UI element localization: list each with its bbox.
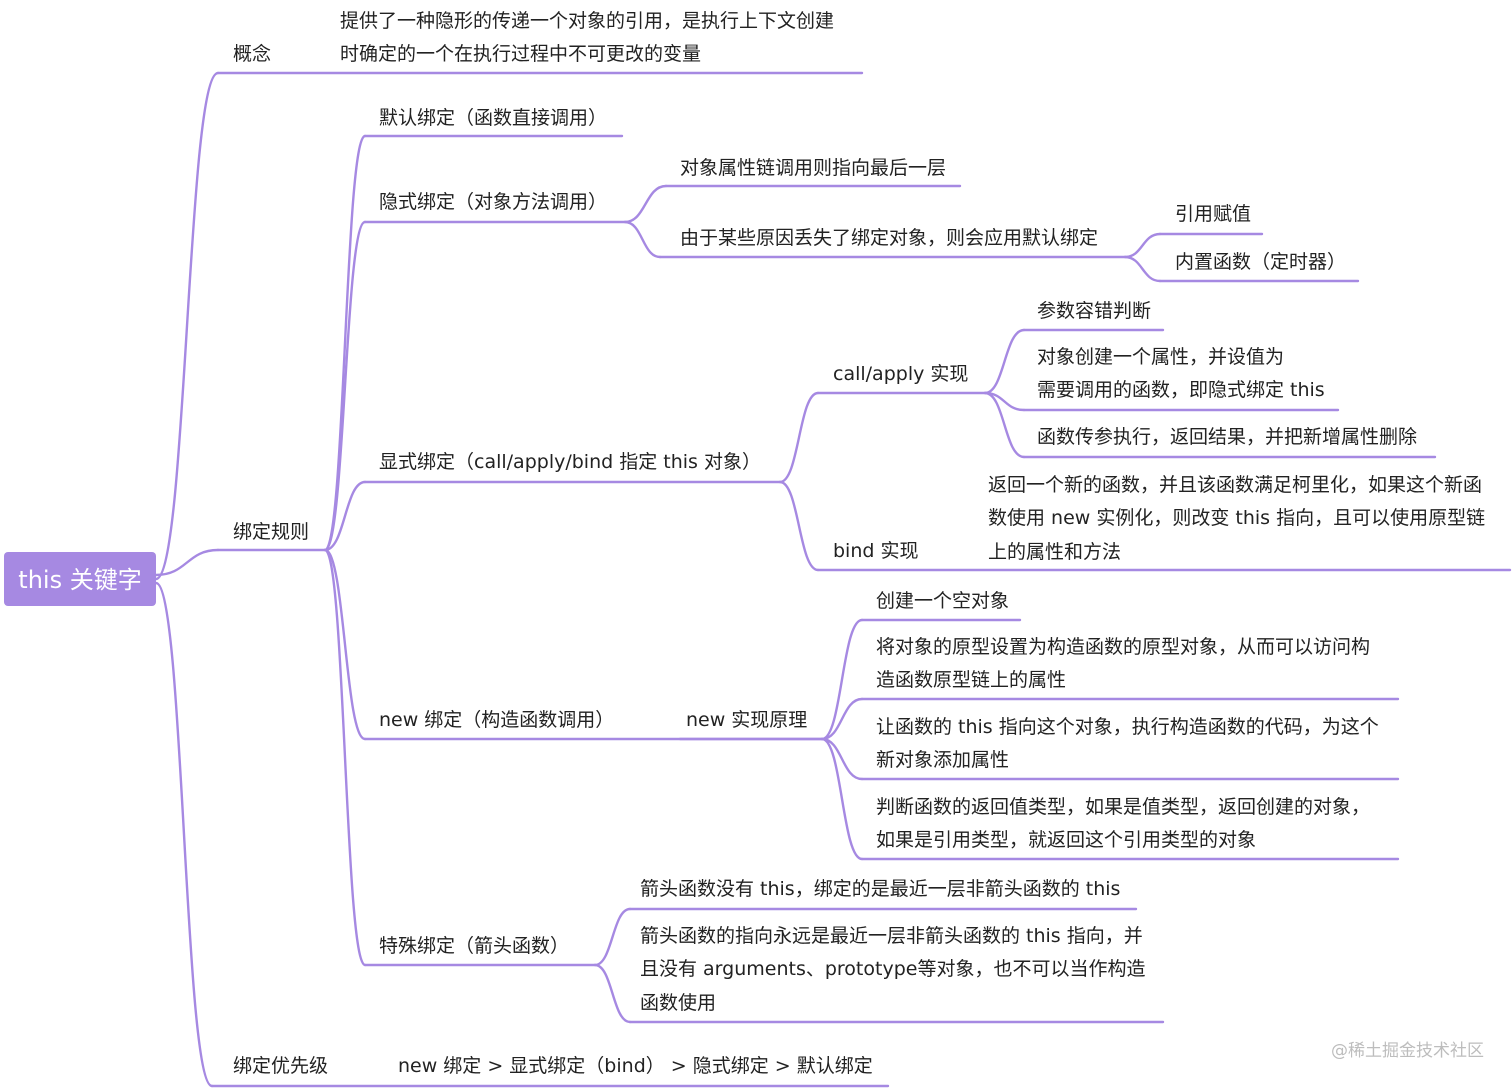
node-ref-assign[interactable]: 引用赋值 [1175, 203, 1251, 225]
edge-implicit-chain [623, 184, 668, 224]
edge-implicit-lost [623, 220, 662, 259]
node-concept[interactable]: 概念 [233, 42, 271, 65]
node-new-step2-line1[interactable]: 将对象的原型设置为构造函数的原型对象，从而可以访问构 [876, 636, 1370, 658]
node-create-prop-line1[interactable]: 对象创建一个属性，并设值为 [1037, 346, 1284, 368]
node-arrow2-line1[interactable]: 箭头函数的指向永远是最近一层非箭头函数的 this 指向，并 [640, 925, 1143, 947]
node-new-step4-line2[interactable]: 如果是引用类型，就返回这个引用类型的对象 [876, 829, 1256, 851]
edge-explicit-bind [778, 480, 820, 572]
node-implicit-chain[interactable]: 对象属性链调用则指向最后一层 [680, 157, 946, 179]
node-special-binding[interactable]: 特殊绑定（箭头函数） [379, 935, 569, 957]
edge-root-rules [154, 548, 220, 577]
node-bind-impl[interactable]: bind 实现 [833, 540, 918, 562]
edge-rules-explicit [323, 480, 367, 552]
node-underlines [210, 71, 1512, 1088]
edge-special-arrow1 [593, 907, 632, 967]
edge-special-arrow2 [593, 963, 632, 1024]
edge-newimpl-step4 [820, 737, 864, 861]
node-new-impl[interactable]: new 实现原理 [686, 709, 807, 731]
node-priority[interactable]: 绑定优先级 [233, 1055, 328, 1077]
node-bind-desc-line1[interactable]: 返回一个新的函数，并且该函数满足柯里化，如果这个新函 [988, 474, 1482, 496]
node-call-apply-impl[interactable]: call/apply 实现 [833, 363, 968, 385]
node-new-step2-line2[interactable]: 造函数原型链上的属性 [876, 669, 1066, 691]
node-new-step3-line1[interactable]: 让函数的 this 指向这个对象，执行构造函数的代码，为这个 [876, 716, 1379, 738]
edge-newimpl-step1 [820, 618, 864, 741]
edge-root-priority [154, 581, 214, 1088]
edge-lost-builtin [1123, 255, 1162, 283]
node-new-step1[interactable]: 创建一个空对象 [876, 590, 1009, 612]
node-arrow1[interactable]: 箭头函数没有 this，绑定的是最近一层非箭头函数的 this [640, 878, 1120, 900]
node-new-step3-line2[interactable]: 新对象添加属性 [876, 749, 1009, 771]
root-label: this 关键字 [18, 566, 141, 594]
node-implicit-lost[interactable]: 由于某些原因丢失了绑定对象，则会应用默认绑定 [680, 227, 1098, 249]
edge-rules-default [323, 134, 367, 552]
edge-explicit-callapply [778, 391, 820, 484]
node-builtin-timer[interactable]: 内置函数（定时器） [1175, 251, 1346, 273]
edge-callapply-param [983, 328, 1026, 395]
edge-lost-ref [1123, 232, 1162, 259]
edge-newimpl-step3 [820, 737, 864, 781]
node-concept-desc-line2: 时确定的一个在执行过程中不可更改的变量 [340, 43, 701, 65]
node-new-step4-line1[interactable]: 判断函数的返回值类型，如果是值类型，返回创建的对象， [876, 796, 1370, 818]
node-priority-desc: new 绑定 > 显式绑定（bind） > 隐式绑定 > 默认绑定 [398, 1055, 873, 1077]
edge-rules-new [323, 548, 367, 741]
node-param-check[interactable]: 参数容错判断 [1037, 300, 1151, 322]
node-implicit-binding[interactable]: 隐式绑定（对象方法调用） [379, 191, 607, 213]
node-bind-desc-line2[interactable]: 数使用 new 实例化，则改变 this 指向，且可以使用原型链 [988, 507, 1485, 529]
node-default-binding[interactable]: 默认绑定（函数直接调用） [379, 107, 607, 129]
node-explicit-binding[interactable]: 显式绑定（call/apply/bind 指定 this 对象） [379, 451, 761, 473]
node-arrow2-line3[interactable]: 函数使用 [640, 992, 716, 1014]
root-node[interactable] [4, 552, 156, 606]
node-binding-rules[interactable]: 绑定规则 [233, 521, 309, 543]
edge-rules-special [323, 548, 367, 967]
node-concept-desc-line1: 提供了一种隐形的传递一个对象的引用，是执行上下文创建 [340, 10, 834, 32]
edge-root-concept [154, 71, 220, 581]
watermark: @稀土掘金技术社区 [1331, 1041, 1484, 1061]
node-exec-return[interactable]: 函数传参执行，返回结果，并把新增属性删除 [1037, 426, 1417, 448]
node-arrow2-line2[interactable]: 且没有 arguments、prototype等对象，也不可以当作构造 [640, 958, 1145, 980]
node-new-binding[interactable]: new 绑定（构造函数调用） [379, 709, 614, 731]
node-bind-desc-line3[interactable]: 上的属性和方法 [988, 541, 1121, 563]
edge-callapply-exec [983, 391, 1026, 459]
edge-newimpl-step2 [820, 697, 864, 741]
node-create-prop-line2[interactable]: 需要调用的函数，即隐式绑定 this [1037, 379, 1325, 401]
branch-connectors [154, 71, 1162, 1088]
edge-rules-implicit [323, 220, 367, 552]
